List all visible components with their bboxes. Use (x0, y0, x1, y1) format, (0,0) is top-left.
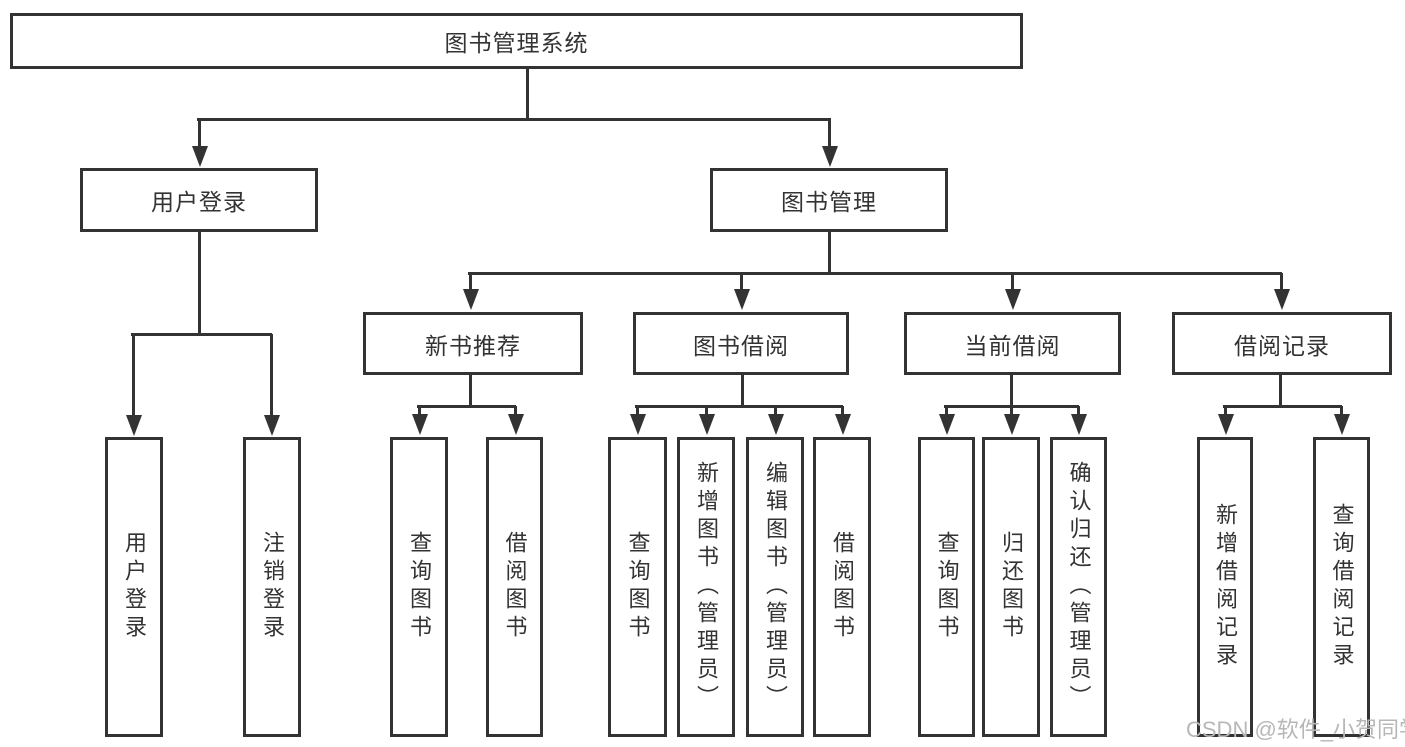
arrow-down-icon (270, 334, 273, 415)
leaf-borrow-books-1: 借阅图书 (486, 437, 543, 737)
leaf-edit-books-admin-label: 编辑图书（管理员） (763, 461, 788, 713)
leaf-return-books-label: 归还图书 (999, 531, 1024, 643)
connector-borrow-records-rail (1223, 405, 1342, 408)
connector-book-borrow-rail (635, 405, 843, 408)
leaf-query-books-1: 查询图书 (390, 437, 448, 737)
arrow-down-icon (1010, 406, 1013, 414)
arrow-down-icon (198, 119, 201, 146)
node-new-book-recommend-label: 新书推荐 (425, 332, 521, 359)
arrow-down-icon (740, 273, 743, 289)
arrow-down-icon (1011, 273, 1014, 289)
leaf-user-login: 用户登录 (105, 437, 163, 737)
node-book-borrow-label: 图书借阅 (693, 332, 789, 359)
arrow-down-icon (841, 406, 844, 414)
connector-current-borrow-stem (1010, 375, 1013, 407)
arrow-down-icon (1280, 273, 1283, 289)
node-current-borrow-label: 当前借阅 (964, 332, 1061, 359)
connector-new-book-rail (417, 405, 516, 408)
arrow-down-icon (132, 334, 135, 415)
node-user-login-label: 用户登录 (151, 189, 247, 215)
leaf-return-books: 归还图书 (982, 437, 1040, 737)
leaf-query-books-3-label: 查询图书 (934, 531, 960, 643)
node-book-management: 图书管理 (710, 168, 948, 232)
arrow-down-icon (469, 273, 472, 289)
connector-level2-rail (197, 118, 831, 121)
connector-book-management-stem (828, 232, 831, 274)
arrow-down-icon (514, 406, 517, 414)
leaf-user-login-label: 用户登录 (122, 531, 147, 643)
arrow-down-icon (1077, 406, 1080, 414)
connector-new-book-stem (469, 375, 472, 407)
leaf-borrow-books-1-label: 借阅图书 (502, 531, 528, 643)
connector-user-login-stem (198, 232, 201, 335)
leaf-confirm-return-admin: 确认归还（管理员） (1050, 437, 1107, 737)
node-book-borrow: 图书借阅 (633, 312, 849, 375)
node-new-book-recommend: 新书推荐 (363, 312, 583, 375)
leaf-query-books-1-label: 查询图书 (407, 531, 432, 643)
leaf-logout-label: 注销登录 (260, 531, 285, 643)
leaf-add-books-admin-label: 新增图书（管理员） (694, 461, 719, 713)
node-root-label: 图书管理系统 (444, 30, 589, 56)
node-borrow-records-label: 借阅记录 (1234, 332, 1330, 359)
connector-level3-rail (468, 272, 1282, 275)
connector-user-login-rail (131, 333, 272, 336)
connector-book-borrow-stem (741, 375, 744, 407)
arrow-down-icon (1224, 406, 1227, 414)
node-current-borrow: 当前借阅 (904, 312, 1121, 375)
watermark: CSDN @软件_小贺同学 (1186, 717, 1405, 742)
leaf-query-books-3: 查询图书 (918, 437, 975, 737)
leaf-query-borrow-record: 查询借阅记录 (1313, 437, 1370, 737)
leaf-add-borrow-record: 新增借阅记录 (1197, 437, 1253, 737)
arrow-down-icon (418, 406, 421, 414)
connector-root-stem (526, 69, 529, 119)
node-book-management-label: 图书管理 (781, 189, 877, 215)
leaf-confirm-return-admin-label: 确认归还（管理员） (1066, 461, 1092, 713)
leaf-query-books-2: 查询图书 (608, 437, 667, 737)
leaf-borrow-books-2: 借阅图书 (813, 437, 871, 737)
leaf-borrow-books-2-label: 借阅图书 (830, 531, 855, 643)
arrow-down-icon (1340, 406, 1343, 414)
node-root: 图书管理系统 (10, 13, 1023, 69)
connector-borrow-records-stem (1279, 375, 1282, 407)
arrow-down-icon (945, 406, 948, 414)
leaf-add-books-admin: 新增图书（管理员） (677, 437, 735, 737)
leaf-query-borrow-record-label: 查询借阅记录 (1329, 503, 1355, 671)
leaf-logout: 注销登录 (243, 437, 301, 737)
node-user-login: 用户登录 (80, 168, 318, 232)
arrow-down-icon (774, 406, 777, 414)
leaf-edit-books-admin: 编辑图书（管理员） (746, 437, 804, 737)
leaf-query-books-2-label: 查询图书 (625, 531, 651, 643)
node-borrow-records: 借阅记录 (1172, 312, 1392, 375)
arrow-down-icon (705, 406, 708, 414)
leaf-add-borrow-record-label: 新增借阅记录 (1213, 503, 1238, 671)
arrow-down-icon (828, 119, 831, 146)
arrow-down-icon (636, 406, 639, 414)
